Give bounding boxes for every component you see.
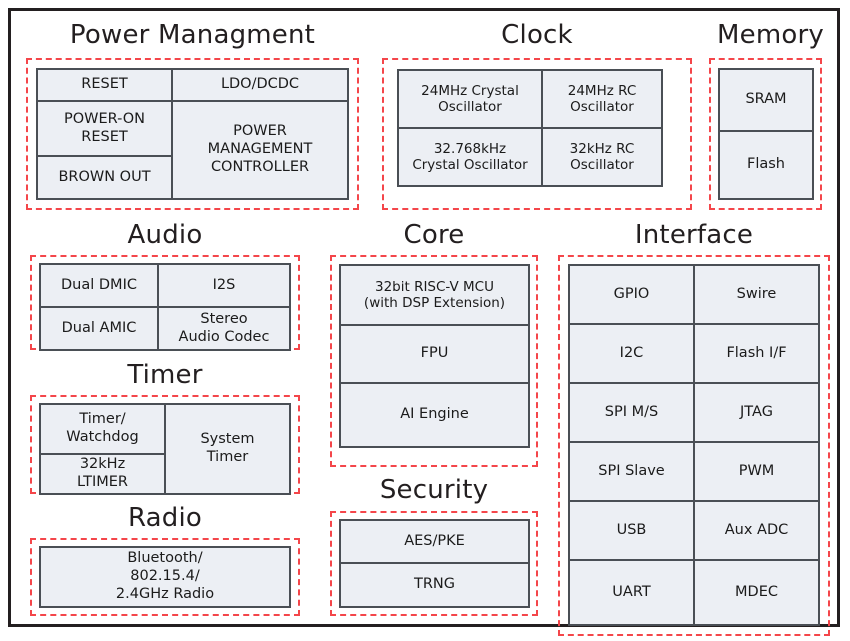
block-dual-dmic[interactable]: Dual DMIC xyxy=(39,263,159,308)
block-aux-adc[interactable]: Aux ADC xyxy=(693,500,820,561)
group-audio: Audio Dual DMIC I2S Dual AMIC Stereo Aud… xyxy=(30,222,300,352)
block-swire[interactable]: Swire xyxy=(693,264,820,325)
block-spi-ms[interactable]: SPI M/S xyxy=(568,382,695,443)
block-rc-24mhz[interactable]: 24MHz RC Oscillator xyxy=(541,69,663,129)
group-region-core xyxy=(330,255,538,467)
block-flash[interactable]: Flash xyxy=(718,130,814,200)
block-stereo-audio-codec[interactable]: Stereo Audio Codec xyxy=(157,306,291,351)
group-region-interface xyxy=(558,255,830,636)
block-timer-watchdog[interactable]: Timer/ Watchdog xyxy=(39,403,166,455)
block-gpio[interactable]: GPIO xyxy=(568,264,695,325)
group-power-management: Power Managment RESET LDO/DCDC POWER-ON … xyxy=(26,22,359,214)
group-region-memory xyxy=(709,58,822,210)
block-usb[interactable]: USB xyxy=(568,500,695,561)
block-reset[interactable]: RESET xyxy=(36,68,173,102)
block-ai-engine[interactable]: AI Engine xyxy=(339,382,530,448)
group-timer: Timer Timer/ Watchdog System Timer 32kHz… xyxy=(30,360,300,495)
block-trng[interactable]: TRNG xyxy=(339,562,530,608)
block-jtag[interactable]: JTAG xyxy=(693,382,820,443)
group-interface: Interface GPIO Swire I2C Flash I/F SPI M… xyxy=(558,220,830,636)
group-memory: Memory SRAM Flash xyxy=(709,22,832,214)
group-security: Security AES/PKE TRNG xyxy=(330,477,538,616)
block-pwm[interactable]: PWM xyxy=(693,441,820,502)
block-ldo-dcdc[interactable]: LDO/DCDC xyxy=(171,68,349,102)
block-sram[interactable]: SRAM xyxy=(718,68,814,132)
block-flash-if[interactable]: Flash I/F xyxy=(693,323,820,384)
group-title-security: Security xyxy=(379,475,489,505)
block-power-management-controller[interactable]: POWER MANAGEMENT CONTROLLER xyxy=(171,100,349,200)
block-riscv-mcu[interactable]: 32bit RISC-V MCU (with DSP Extension) xyxy=(339,264,530,326)
group-title-memory: Memory xyxy=(717,20,824,50)
block-radio[interactable]: Bluetooth/ 802.15.4/ 2.4GHz Radio xyxy=(39,546,291,608)
block-aes-pke[interactable]: AES/PKE xyxy=(339,519,530,564)
block-brown-out[interactable]: BROWN OUT xyxy=(36,155,173,200)
group-title-clock: Clock xyxy=(501,20,573,50)
block-i2c[interactable]: I2C xyxy=(568,323,695,384)
block-ltimer-32khz[interactable]: 32kHz LTIMER xyxy=(39,453,166,495)
group-radio: Radio Bluetooth/ 802.15.4/ 2.4GHz Radio xyxy=(30,505,300,616)
group-core: Core 32bit RISC-V MCU (with DSP Extensio… xyxy=(330,222,538,467)
group-region-radio xyxy=(30,538,300,616)
block-xtal-32768khz[interactable]: 32.768kHz Crystal Oscillator xyxy=(397,127,543,187)
block-xtal-24mhz[interactable]: 24MHz Crystal Oscillator xyxy=(397,69,543,129)
group-title-audio: Audio xyxy=(127,220,203,250)
group-title-radio: Radio xyxy=(127,503,203,533)
group-region-power-management xyxy=(26,58,359,210)
group-region-clock xyxy=(382,58,692,210)
block-dual-amic[interactable]: Dual AMIC xyxy=(39,306,159,351)
block-spi-slave[interactable]: SPI Slave xyxy=(568,441,695,502)
group-title-timer: Timer xyxy=(127,360,203,390)
group-title-interface: Interface xyxy=(634,220,754,250)
group-title-power-management: Power Managment xyxy=(69,20,316,50)
group-region-security xyxy=(330,511,538,616)
block-mdec[interactable]: MDEC xyxy=(693,559,820,626)
group-title-core: Core xyxy=(403,220,465,250)
group-clock: Clock 24MHz Crystal Oscillator 24MHz RC … xyxy=(382,22,692,214)
block-power-on-reset[interactable]: POWER-ON RESET xyxy=(36,100,173,157)
block-system-timer[interactable]: System Timer xyxy=(164,403,291,495)
block-fpu[interactable]: FPU xyxy=(339,324,530,384)
block-rc-32khz[interactable]: 32kHz RC Oscillator xyxy=(541,127,663,187)
block-i2s[interactable]: I2S xyxy=(157,263,291,308)
block-uart[interactable]: UART xyxy=(568,559,695,626)
